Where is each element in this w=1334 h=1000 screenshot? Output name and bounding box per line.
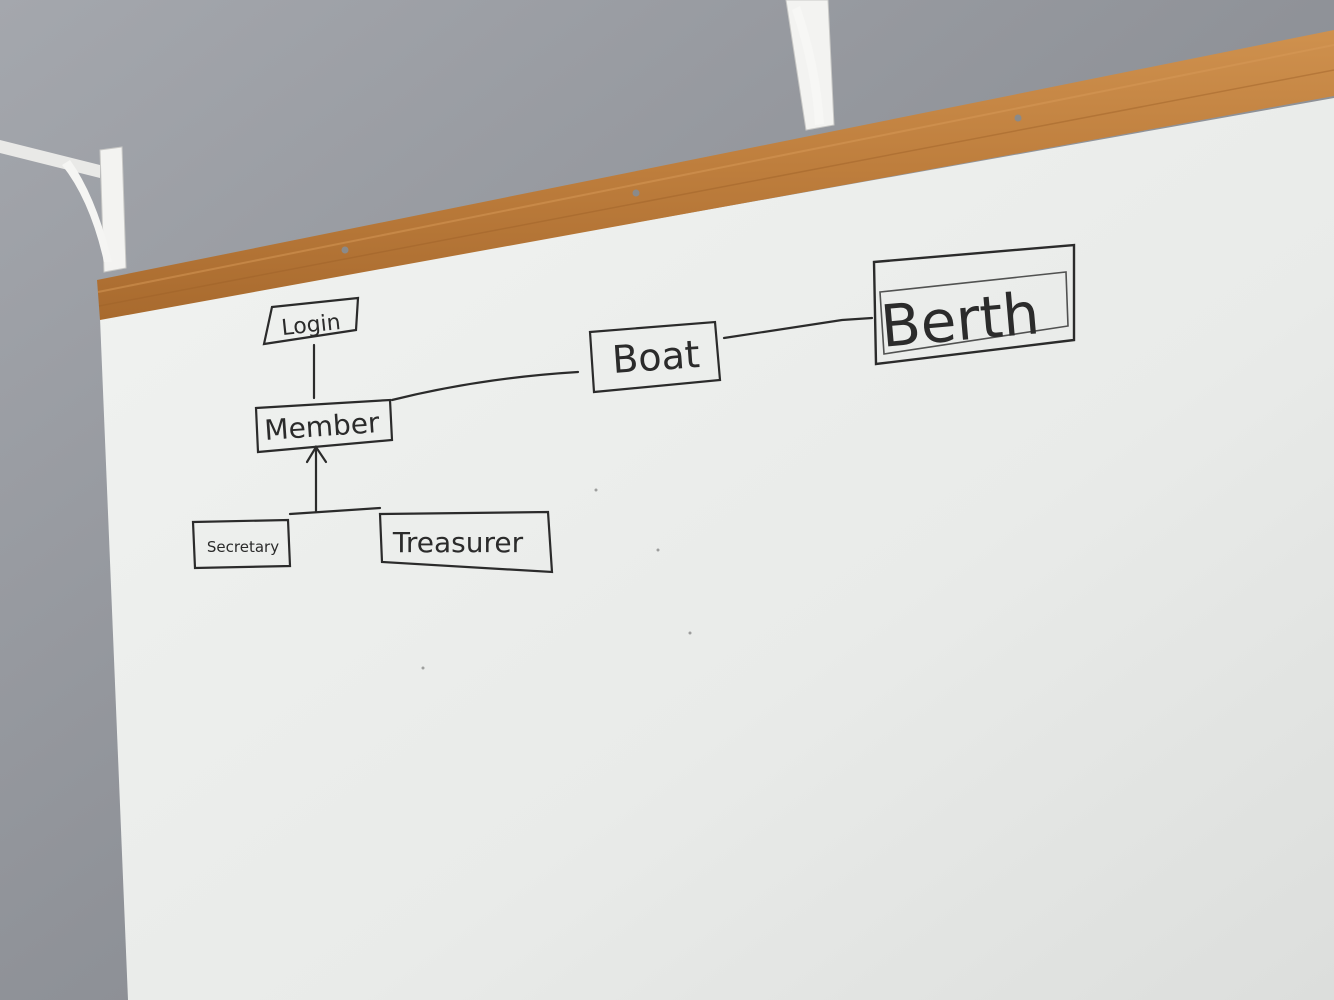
node-secretary: Secretary	[191, 518, 292, 570]
boat-label: Boat	[611, 332, 701, 382]
whiteboard	[100, 98, 1334, 1000]
node-boat: Boat	[588, 320, 722, 394]
shelf-bracket-left	[0, 140, 127, 273]
board-specks	[421, 488, 692, 670]
node-login: Login	[262, 296, 360, 346]
login-label: Login	[280, 310, 342, 341]
edge-branch-secretary-treasurer	[288, 506, 382, 516]
node-member: Member	[254, 398, 394, 454]
node-berth: Berth	[872, 243, 1076, 366]
wooden-ledge	[97, 30, 1334, 320]
shelf-bracket-right	[785, 0, 835, 131]
diagram-connectors	[288, 316, 874, 516]
berth-label: Berth	[878, 279, 1042, 361]
node-treasurer: Treasurer	[378, 510, 554, 574]
treasurer-label: Treasurer	[392, 526, 524, 559]
member-label: Member	[263, 406, 381, 447]
edge-boat-berth	[722, 316, 874, 340]
secretary-label: Secretary	[207, 538, 279, 556]
edge-member-boat	[390, 370, 580, 402]
